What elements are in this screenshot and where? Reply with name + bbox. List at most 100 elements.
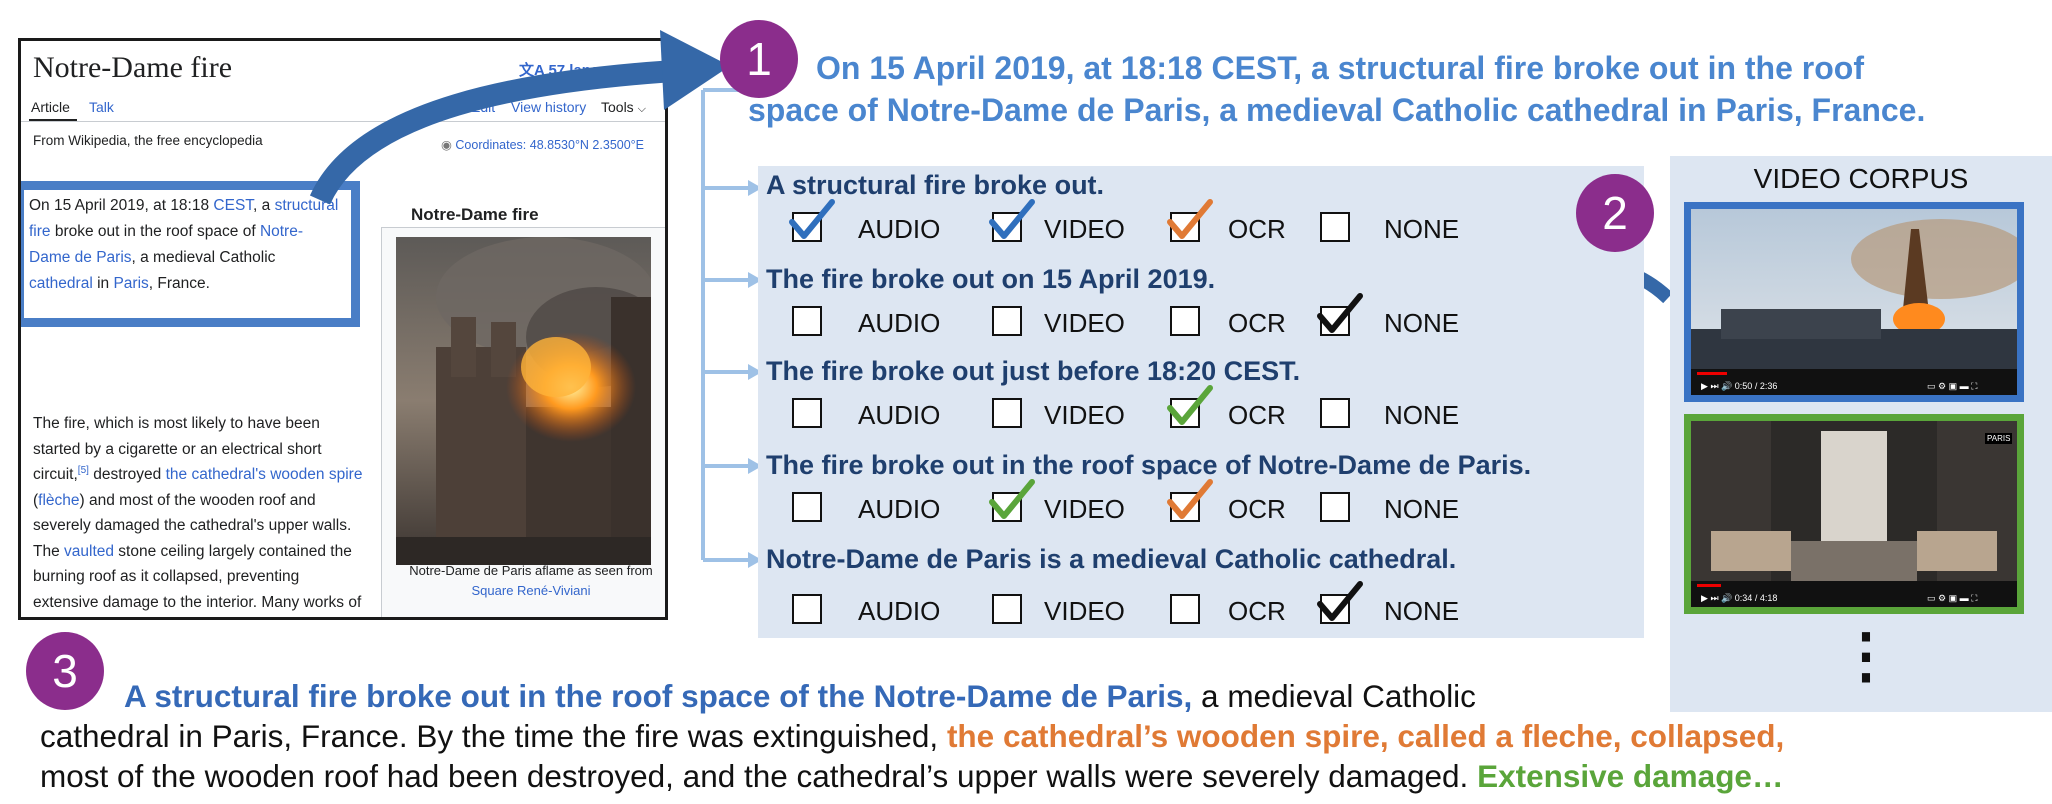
link-structural-fire[interactable]: structural fire [29, 197, 339, 240]
bracket-lines [701, 88, 748, 562]
infobox-title: Notre-Dame fire [411, 205, 539, 224]
fullscreen-icon[interactable]: ⛶ [1971, 593, 1978, 603]
wikipedia-article-panel: Notre-Dame fire 文A 57 languages Article … [18, 38, 668, 620]
link-wooden-spire[interactable]: the cathedral's wooden spire [165, 466, 363, 483]
fullscreen-icon[interactable]: ⛶ [1971, 381, 1978, 391]
checkbox-none[interactable] [1320, 492, 1350, 522]
checkbox-none[interactable] [1320, 398, 1350, 428]
theater-icon[interactable]: ▬ [1959, 593, 1969, 603]
step-3-badge: 3 [26, 632, 104, 710]
link-paris[interactable]: Paris [113, 275, 149, 292]
reference-link[interactable]: [5] [77, 464, 89, 476]
checkmark-icon [989, 479, 1035, 519]
checkbox-video[interactable] [992, 306, 1022, 336]
coordinates-text: Coordinates: 48.8530°N 2.3500°E [455, 138, 645, 152]
link-notre-dame[interactable]: Notre-Dame de Paris [29, 223, 304, 266]
step-1-badge: 1 [720, 20, 798, 98]
checkmark-icon [789, 199, 835, 239]
body-text-1: The fire, which is most likely to have b… [33, 415, 322, 483]
tab-view-history[interactable]: View history [511, 99, 587, 115]
checkmark-icon [989, 199, 1035, 239]
coordinates-link[interactable]: ◉ Coordinates: 48.8530°N 2.3500°E [441, 137, 644, 152]
lead-text-6: , France. [148, 275, 210, 292]
next-icon[interactable]: ⏭ [1710, 593, 1719, 603]
checkbox-none[interactable] [1320, 212, 1350, 242]
link-fleche[interactable]: flèche [38, 491, 80, 509]
checkbox-ocr[interactable] [1170, 306, 1200, 336]
video-1-frame-art [1691, 209, 2017, 395]
subclaim-text: Notre-Dame de Paris is a medieval Cathol… [766, 544, 1457, 574]
checkmark-icon [1167, 479, 1213, 519]
link-cathedral[interactable]: cathedral [29, 275, 93, 292]
option-label-none: NONE [1384, 308, 1460, 338]
video-2-frame-art [1691, 421, 2017, 607]
infobox-caption: Notre-Dame de Paris aflame as seen from … [381, 561, 665, 601]
checkbox-video[interactable] [992, 594, 1022, 624]
tab-talk[interactable]: Talk [89, 99, 114, 115]
play-icon[interactable]: ▶ [1701, 593, 1708, 603]
checkbox-audio[interactable] [792, 306, 822, 336]
next-icon[interactable]: ⏭ [1710, 381, 1719, 391]
checkbox-video[interactable] [992, 398, 1022, 428]
caption-text: Notre-Dame de Paris aflame as seen from [409, 563, 653, 578]
globe-icon: ◉ [441, 138, 452, 152]
volume-icon[interactable]: 🔊 [1721, 593, 1733, 603]
summary-orange-text: the cathedral’s wooden spire, called a f… [946, 718, 1785, 754]
main-claim-line-1: On 15 April 2019, at 18:18 CEST, a struc… [816, 50, 1864, 86]
article-body-text: The fire, which is most likely to have b… [33, 201, 363, 617]
option-label-none: NONE [1384, 596, 1460, 626]
main-claim-line-2: space of Notre-Dame de Paris, a medieval… [748, 92, 1926, 128]
captions-icon[interactable]: ▭ [1927, 381, 1936, 391]
body-text-2: destroyed [88, 466, 166, 483]
tab-article[interactable]: Article [31, 99, 70, 115]
video-thumbnail-2[interactable]: PARIS ▶ ⏭ 🔊 0:34 / 4:18 ▭ ⚙ ▣ ▬ ⛶ [1684, 414, 2024, 614]
link-vaulted[interactable]: vaulted [64, 542, 114, 560]
summary-text-3: most of the wooden roof had been destroy… [40, 758, 1478, 794]
lead-text-3: broke out in the roof space of [50, 223, 260, 240]
link-cest[interactable]: CEST [213, 197, 254, 214]
lead-text-1: On 15 April 2019, at 18:18 [29, 197, 214, 214]
video-2-right-controls[interactable]: ▭ ⚙ ▣ ▬ ⛶ [1927, 593, 1977, 604]
summary-line-2: cathedral in Paris, France. By the time … [40, 718, 1784, 755]
miniplayer-icon[interactable]: ▣ [1948, 593, 1958, 603]
checkbox-ocr[interactable] [1170, 594, 1200, 624]
captions-icon[interactable]: ▭ [1927, 593, 1936, 603]
play-icon[interactable]: ▶ [1701, 381, 1708, 391]
video-1-controls[interactable]: ▶ ⏭ 🔊 0:50 / 2:36 [1701, 381, 1777, 392]
body-text-5: stone ceiling largely contained the burn… [33, 542, 362, 611]
option-label-audio: AUDIO [858, 494, 941, 524]
body-text-4: ) and most of the wooden roof and severe… [33, 491, 352, 560]
settings-gear-icon[interactable]: ⚙ [1938, 593, 1947, 603]
checkbox-audio[interactable] [792, 594, 822, 624]
video-thumbnail-1[interactable]: ▶ ⏭ 🔊 0:50 / 2:36 ▭ ⚙ ▣ ▬ ⛶ [1684, 202, 2024, 402]
summary-text-2: cathedral in Paris, France. By the time … [40, 718, 947, 754]
from-wikipedia-line: From Wikipedia, the free encyclopedia [33, 133, 263, 148]
video-corpus-title: VIDEO CORPUS [1753, 163, 1969, 194]
checkmark-icon [1317, 581, 1363, 621]
option-label-none: NONE [1384, 214, 1460, 244]
lead-text-4: , a medieval Catholic [131, 249, 276, 266]
checkmark-icon [1317, 293, 1363, 333]
lead-text-2: , a [253, 197, 275, 214]
settings-gear-icon[interactable]: ⚙ [1938, 381, 1947, 391]
summary-green-text: Extensive damage… [1477, 758, 1784, 794]
step-2-badge: 2 [1576, 174, 1654, 252]
checkbox-audio[interactable] [792, 492, 822, 522]
tools-menu[interactable]: Tools ⌵ [601, 99, 646, 116]
option-label-audio: AUDIO [858, 400, 941, 430]
highlighted-lead-box [21, 181, 360, 327]
subclaim-text: The fire broke out just before 18:20 CES… [766, 356, 1301, 386]
subclaim-text: The fire broke out in the roof space of … [766, 450, 1532, 480]
option-label-ocr: OCR [1228, 214, 1286, 244]
option-label-audio: AUDIO [858, 308, 941, 338]
option-label-none: NONE [1384, 494, 1460, 524]
miniplayer-icon[interactable]: ▣ [1948, 381, 1958, 391]
volume-icon[interactable]: 🔊 [1721, 381, 1733, 391]
link-square-rene-viviani[interactable]: Square René-Viviani [471, 583, 591, 598]
checkbox-audio[interactable] [792, 398, 822, 428]
video-1-right-controls[interactable]: ▭ ⚙ ▣ ▬ ⛶ [1927, 381, 1977, 392]
option-label-video: VIDEO [1044, 214, 1125, 244]
video-2-controls[interactable]: ▶ ⏭ 🔊 0:34 / 4:18 [1701, 593, 1777, 604]
option-label-video: VIDEO [1044, 596, 1125, 626]
theater-icon[interactable]: ▬ [1959, 381, 1969, 391]
